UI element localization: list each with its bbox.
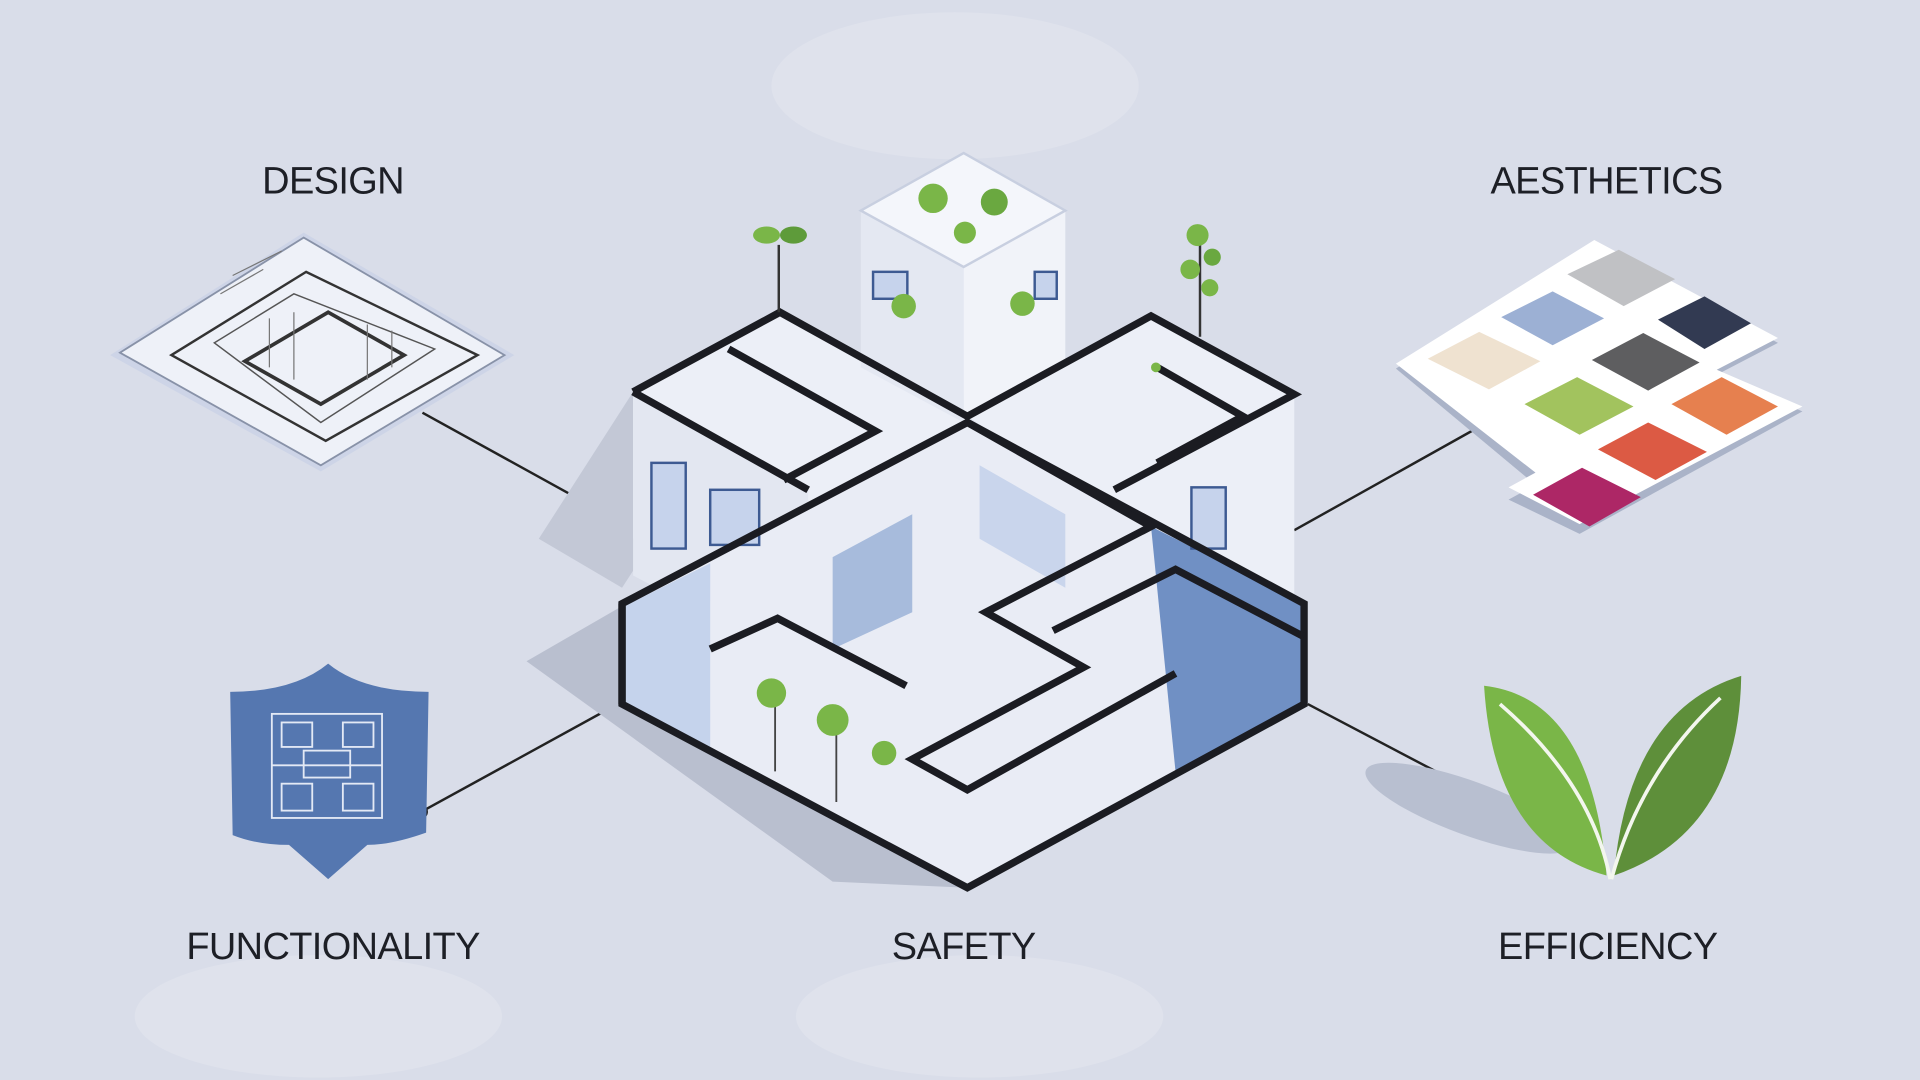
label-safety: SAFETY: [892, 926, 1036, 968]
label-aesthetics: AESTHETICS: [1490, 160, 1722, 202]
leaf-icon: [1365, 675, 1742, 880]
label-design: DESIGN: [262, 160, 404, 202]
shield-icon: [230, 663, 429, 880]
label-functionality: FUNCTIONALITY: [186, 926, 480, 968]
tree-decorations: [753, 183, 1221, 803]
color-palette-icon: [1395, 240, 1803, 534]
blueprint-icon: [110, 232, 515, 472]
label-efficiency: EFFICIENCY: [1498, 926, 1718, 968]
building-illustration: [526, 151, 1308, 892]
